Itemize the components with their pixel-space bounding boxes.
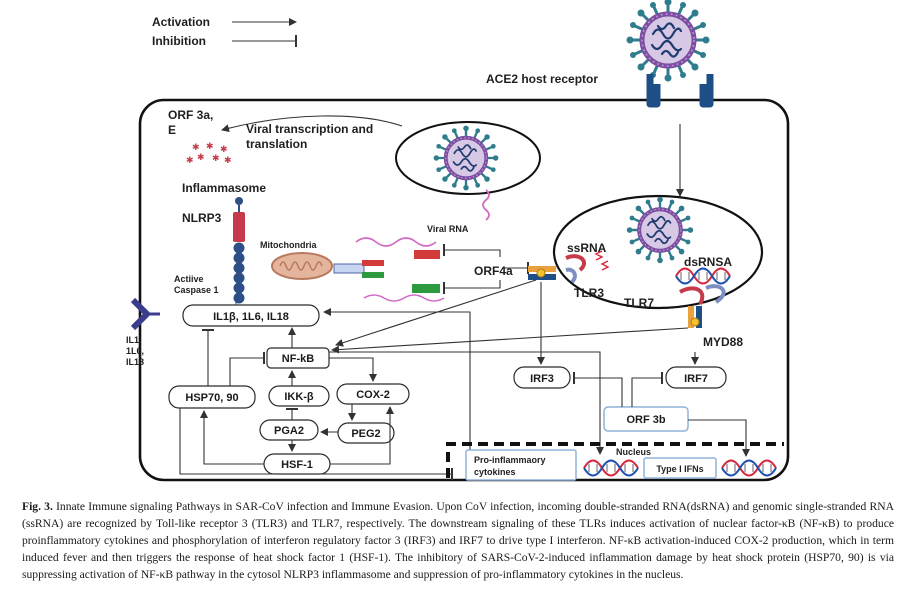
nucleus-label: Nucleus xyxy=(616,447,651,457)
inflammasome-label: Inflammasome xyxy=(182,181,266,195)
rna-strand-lower xyxy=(363,294,445,302)
orf4a-inhibit-lower xyxy=(443,280,501,294)
receptor-label-2: 1L6, xyxy=(126,346,144,356)
arrow-tlr7-to-nfkb xyxy=(331,327,689,354)
legend-inhibition-label: Inhibition xyxy=(152,34,206,48)
viral-transcription-label-2: translation xyxy=(246,137,307,151)
node-cox2-label: COX-2 xyxy=(356,389,390,401)
dsrnsa-label: dsRNSA xyxy=(684,255,732,269)
orf4a-label: ORF4a xyxy=(474,264,513,278)
svg-text:✱: ✱ xyxy=(197,152,205,162)
dna-helix-icon-2 xyxy=(721,459,777,477)
node-ikk-label: IKK-β xyxy=(284,391,314,403)
ace2-label: ACE2 host receptor xyxy=(486,72,598,86)
tlr3-receptor-icon xyxy=(528,254,586,284)
node-cytokines: IL1β, 1L6, IL18 xyxy=(182,304,320,327)
arrow-hsf1-to-hsp xyxy=(200,410,264,465)
inhibit-hsp-to-nucleus xyxy=(179,408,453,480)
orf4a-binding-red xyxy=(362,260,384,266)
pathway-diagram: Activation Inhibition ACE2 host receptor… xyxy=(126,0,790,482)
arrow-nfkb-to-cox2 xyxy=(329,357,377,382)
node-proinflammatory-cytokines: Pro-inflammaory cytokines xyxy=(465,449,577,481)
svg-text:✱: ✱ xyxy=(224,155,232,165)
orf3a-label: ORF 3a, xyxy=(168,108,213,122)
receptor-label-1: IL1, xyxy=(126,335,142,345)
arrow-orf3b-to-nucleus xyxy=(688,419,750,457)
nlrp3-label: NLRP3 xyxy=(182,211,222,225)
active-caspase-label-1: Actiive xyxy=(174,274,204,284)
arrow-hsf1-to-cox2 xyxy=(330,406,394,465)
receptor-label-3: IL18 xyxy=(126,357,144,367)
svg-text:✱: ✱ xyxy=(186,155,194,165)
tlr7-label: TLR7 xyxy=(624,296,654,310)
node-hsp: HSP70, 90 xyxy=(168,385,256,409)
orf4a-binding-green xyxy=(362,272,384,278)
node-irf3-label: IRF3 xyxy=(530,373,554,385)
node-pga2-label: PGA2 xyxy=(274,425,304,437)
node-type1-ifns: Type I IFNs xyxy=(643,457,717,479)
node-ikk: IKK-β xyxy=(268,385,330,407)
mavs-adapter xyxy=(333,263,365,274)
type1-ifns-label: Type I IFNs xyxy=(656,464,703,474)
inhibit-orf3b-to-irf3 xyxy=(573,372,623,407)
node-nfkb-label: NF-kB xyxy=(282,353,314,365)
cytokine-receptor-icon xyxy=(130,297,160,331)
nucleus: Nucleus xyxy=(446,442,784,478)
svg-text:✱: ✱ xyxy=(192,142,200,152)
node-irf7: IRF7 xyxy=(665,366,727,389)
inhibit-hsp-to-nfkb xyxy=(229,352,265,386)
node-pga2: PGA2 xyxy=(259,419,319,441)
node-peg2-label: PEG2 xyxy=(351,428,380,440)
e-protein-label: E xyxy=(168,123,176,137)
orf4a-inhibit-upper xyxy=(443,244,501,257)
tlr3-label: TLR3 xyxy=(574,286,604,300)
caption-label: Fig. 3. xyxy=(22,500,53,513)
node-irf3: IRF3 xyxy=(513,366,571,389)
sars-cov-2-virus-icon xyxy=(627,0,710,82)
mitochondria-icon xyxy=(271,252,333,280)
svg-text:✱: ✱ xyxy=(206,141,214,151)
orf4a-red-protein xyxy=(414,250,440,259)
arrow-nucleus-to-cytokines xyxy=(323,308,471,460)
svg-text:✱: ✱ xyxy=(220,144,228,154)
active-caspase-label-2: Caspase 1 xyxy=(174,285,219,295)
node-cox2: COX-2 xyxy=(336,383,410,405)
node-orf3b: ORF 3b xyxy=(603,406,689,432)
node-nfkb: NF-kB xyxy=(266,347,330,369)
caption-text: Innate Immune signaling Pathways in SAR-… xyxy=(22,500,894,581)
node-peg2: PEG2 xyxy=(337,422,395,444)
node-cytokines-label: IL1β, 1L6, IL18 xyxy=(213,311,289,323)
svg-text:✱: ✱ xyxy=(212,153,220,163)
tlr7-receptor-icon xyxy=(679,284,726,328)
virus-in-endosome-icon xyxy=(627,197,693,263)
legend-activation-label: Activation xyxy=(152,15,210,29)
node-hsp-label: HSP70, 90 xyxy=(185,392,238,404)
node-hsf1: HSF-1 xyxy=(263,453,331,475)
arrow-viral-transcription xyxy=(221,115,403,133)
viral-transcription-label-1: Viral transcription and xyxy=(246,122,373,136)
viral-rna-strand xyxy=(482,189,490,221)
legend: Activation Inhibition xyxy=(152,15,297,48)
dna-helix-icon xyxy=(583,459,639,477)
inhibit-orf3b-to-irf7 xyxy=(631,372,663,407)
ace2-receptor-icon xyxy=(646,74,714,108)
myd88-label: MYD88 xyxy=(703,335,743,349)
ssrna-label: ssRNA xyxy=(567,241,607,255)
rna-strand-upper xyxy=(355,237,437,247)
nlrp3-inflammasome-icon xyxy=(233,197,245,304)
cell-membrane xyxy=(138,98,790,482)
viral-rna-label: Viral RNA xyxy=(427,224,469,234)
node-orf3b-label: ORF 3b xyxy=(626,414,665,426)
virus-in-vesicle-icon xyxy=(431,123,501,193)
orf4a-green-protein xyxy=(412,284,440,293)
mitochondria-label: Mitochondria xyxy=(260,240,317,250)
ssrna-strand xyxy=(594,250,610,271)
figure-caption: Fig. 3. Innate Immune signaling Pathways… xyxy=(22,498,894,583)
node-hsf1-label: HSF-1 xyxy=(281,459,313,471)
arrow-nfkb-to-nucleus xyxy=(329,351,604,455)
viral-protein-particles: ✱✱✱ ✱✱✱✱ xyxy=(186,141,232,165)
node-irf7-label: IRF7 xyxy=(684,373,708,385)
proinflam-label-2: cytokines xyxy=(474,467,516,477)
proinflam-label-1: Pro-inflammaory xyxy=(474,455,546,465)
